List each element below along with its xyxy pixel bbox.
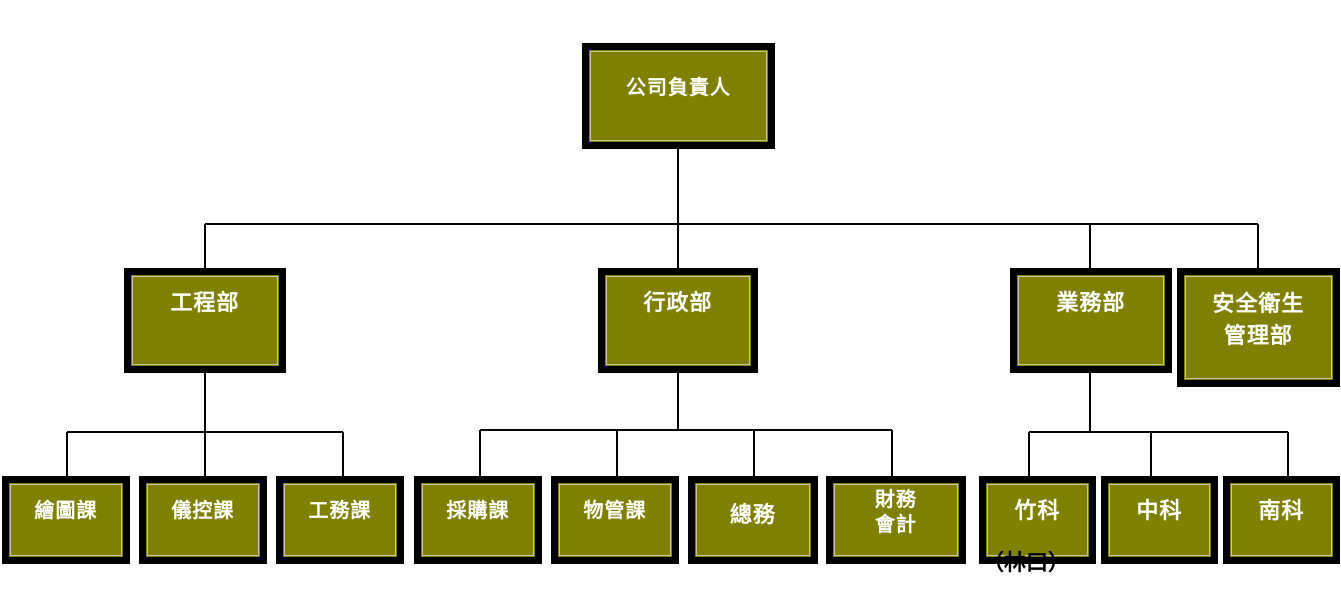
admin-dept-box: 行政部 xyxy=(598,268,758,373)
hsinchu-branch-label: 竹科 xyxy=(1014,498,1061,524)
materials-section-box: 物管課 xyxy=(551,476,679,564)
finance-box: 財務 會計 xyxy=(826,476,966,564)
business-dept-label: 業務部 xyxy=(1056,290,1126,316)
purchasing-section-box: 採購課 xyxy=(414,476,542,564)
works-section-box: 工務課 xyxy=(276,476,404,564)
engineering-dept-box: 工程部 xyxy=(124,268,286,373)
tainan-branch-box: 南科 xyxy=(1223,476,1340,564)
tainan-branch-label: 南科 xyxy=(1258,498,1305,524)
materials-section-label: 物管課 xyxy=(583,498,647,522)
safety-dept-box: 安全衛生 管理部 xyxy=(1177,268,1340,387)
works-section-label: 工務課 xyxy=(308,498,372,522)
engineering-dept-label: 工程部 xyxy=(170,290,240,316)
drawing-section-label: 繪圖課 xyxy=(34,498,98,522)
business-dept-box: 業務部 xyxy=(1010,268,1172,373)
safety-dept-label: 安全衛生 管理部 xyxy=(1212,291,1305,349)
hsinchu-branch-box: 竹科 xyxy=(979,476,1096,564)
general-affairs-label: 總務 xyxy=(729,502,776,528)
instrument-section-box: 儀控課 xyxy=(139,476,267,564)
hsinchu-branch-sublabel: （林口） xyxy=(982,550,1071,576)
drawing-section-box: 繪圖課 xyxy=(2,476,130,564)
finance-label: 財務 會計 xyxy=(875,487,917,536)
ceo-box: 公司負責人 xyxy=(582,43,775,149)
ceo-label: 公司負責人 xyxy=(626,75,731,99)
taichung-branch-label: 中科 xyxy=(1136,498,1183,524)
taichung-branch-box: 中科 xyxy=(1101,476,1218,564)
general-affairs-box: 總務 xyxy=(688,476,818,564)
instrument-section-label: 儀控課 xyxy=(171,498,235,522)
admin-dept-label: 行政部 xyxy=(643,290,713,316)
purchasing-section-label: 採購課 xyxy=(446,498,510,522)
